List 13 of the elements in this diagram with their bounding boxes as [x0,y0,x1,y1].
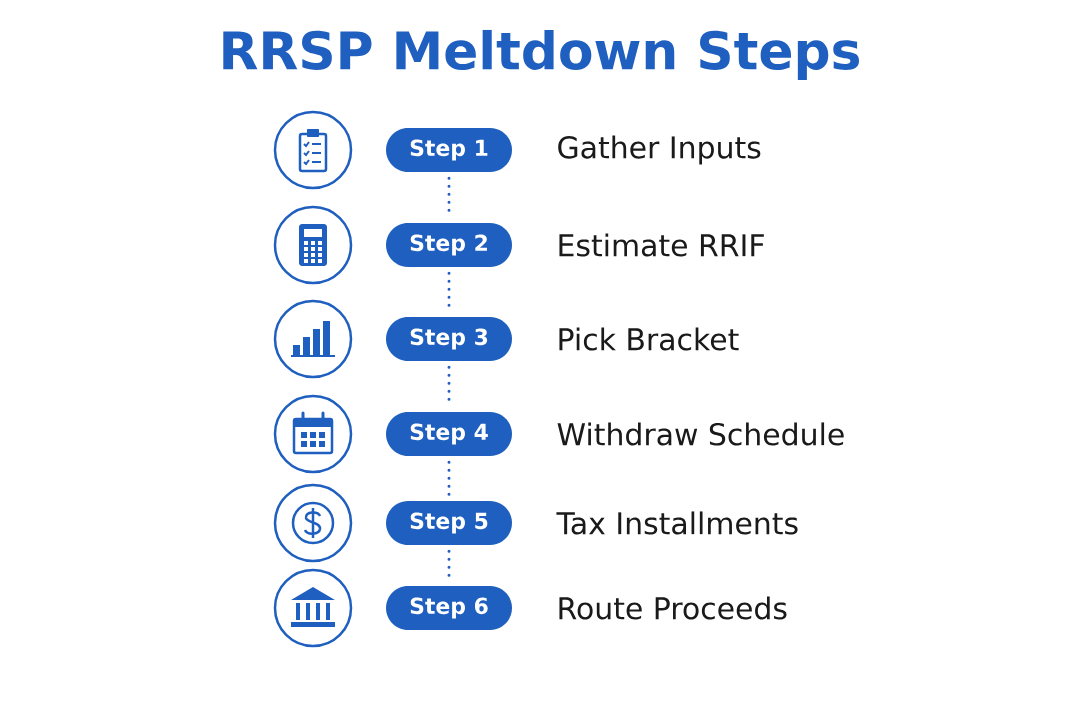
step-label: Estimate RRIF [559,233,764,257]
step-pill: Step 2 [386,223,512,267]
step-pill: Step 5 [386,501,512,545]
step-pill: Step 1 [386,128,512,172]
step-pill: Step 4 [386,412,512,456]
step-pill: Step 6 [386,586,512,630]
step-label: Withdraw Schedule [557,422,844,446]
step-pill: Step 3 [386,317,512,361]
step-label: Route Proceeds [559,596,787,620]
step-label: Pick Bracket [559,327,739,351]
title: RRSP Meltdown Steps [223,29,859,81]
step-label: Tax Installments [556,511,798,535]
step-label: Gather Inputs [558,135,761,165]
